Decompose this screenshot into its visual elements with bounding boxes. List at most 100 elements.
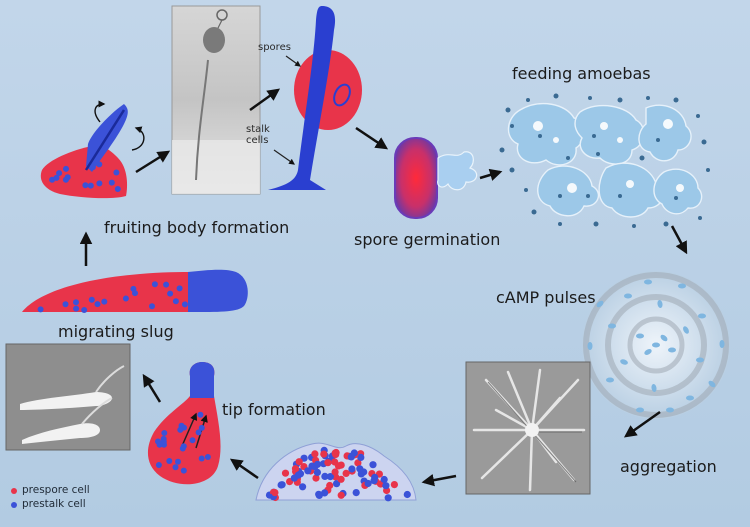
tip-prestalk-dot (179, 445, 186, 452)
culminant-structure (40, 100, 145, 199)
mound-cell-dot (364, 479, 372, 488)
arrow-culminant-to-photo (135, 150, 171, 174)
slug-prestalk-dot (176, 285, 183, 292)
label-tip-formation: tip formation (222, 400, 326, 419)
slug-prestalk-dot (81, 307, 88, 313)
mound-cell-dot (337, 475, 345, 483)
annotation-pointers (273, 55, 301, 165)
mound-cell-dot (321, 472, 329, 480)
mound-cell-dot (296, 470, 305, 478)
culminant-prestalk-dot (87, 182, 94, 189)
tip-prestalk-dot (155, 462, 162, 468)
tip-prestalk-dot (180, 467, 187, 474)
arrow-spore-to-amoebas (479, 168, 503, 181)
mound-cell-dot (281, 469, 290, 477)
mound-cell-dot (271, 489, 279, 497)
label-stalk-line1: stalk (246, 124, 270, 135)
mound-cell-dot (304, 467, 312, 475)
tip-prestalk-dot (161, 430, 168, 436)
slug-prestalk-dot (73, 299, 79, 306)
mound-cell-dot (403, 490, 411, 499)
legend-prestalk-swatch (11, 502, 17, 508)
mound-cell-dot (382, 482, 390, 490)
culminant-prestalk-dot (56, 170, 63, 177)
mound-cell-dot (380, 475, 388, 484)
culminant-prestalk-dot (89, 164, 96, 171)
mound-cell-dot (290, 474, 298, 482)
tip-prestalk-dot (156, 441, 163, 448)
cell-dots-layer (37, 161, 411, 502)
mound-cell-dot (299, 483, 307, 491)
arrow-amoebas-to-camp (670, 225, 688, 255)
mound-cell-dot (356, 465, 364, 473)
cycle-arrows (79, 88, 688, 487)
mound-cell-dot (291, 465, 300, 473)
mound-cell-dot (332, 450, 340, 459)
mound-cell-dot (384, 494, 392, 502)
culminant-prestalk-dot (64, 174, 71, 181)
tip-prestalk-dot (177, 426, 184, 433)
slug-prestalk-dot (122, 295, 129, 302)
mound-cell-dot (342, 469, 350, 477)
slug-prestalk-dot (172, 298, 179, 305)
legend-prespore-swatch (11, 488, 17, 494)
tip-prestalk-dot (189, 437, 196, 444)
tip-prestalk-dot (175, 458, 181, 465)
label-stalk-line2: cells (246, 135, 269, 146)
aggregation-photo (465, 361, 591, 495)
culminant-prestalk-dot (113, 169, 120, 176)
mound-cell-dot (333, 480, 341, 488)
fruiting-body-schematic (268, 6, 362, 190)
mound-cell-dot (334, 462, 343, 470)
mound-cell-dot (390, 481, 398, 489)
slug-prestalk-dot (181, 301, 188, 308)
label-aggregation: aggregation (620, 457, 717, 476)
slug-prestalk-dot (88, 296, 95, 303)
mound-cell-dot (295, 458, 303, 466)
mound-cell-dot (315, 490, 323, 498)
culminant-prestalk-dot (49, 176, 56, 183)
culminant-prestalk-dot (108, 179, 115, 186)
label-fruiting-body-formation: fruiting body formation (104, 218, 290, 237)
arrow-aggregation-to-mound (421, 474, 457, 487)
mound-cell-dot (326, 473, 334, 481)
label-stalk-cells: stalk cells (246, 124, 270, 146)
culminant-prestalk-dot (96, 180, 103, 187)
mound-cell-dot (348, 465, 356, 473)
tip-prestalk-dot (204, 454, 211, 460)
mound-cell-dot (313, 468, 321, 476)
mound-cell-dot (371, 473, 379, 481)
mound-cell-dot (347, 453, 355, 461)
label-migrating-slug: migrating slug (58, 322, 174, 341)
mound-cell-dot (278, 481, 286, 489)
culminant-prestalk-dot (96, 161, 103, 168)
feeding-amoebas-cluster (499, 93, 710, 228)
culminant-prestalk-dot (82, 182, 89, 189)
fruiting-body-photo (171, 5, 261, 195)
slug-prestalk-dot (149, 303, 155, 310)
mound-cell-dot (311, 450, 319, 458)
slug-prestalk-dot (94, 301, 101, 308)
tip-prestalk-dot (198, 455, 205, 462)
mound-cell-dot (331, 468, 339, 476)
tip-prestalk-dot (160, 438, 167, 445)
label-spore-germination: spore germination (354, 230, 501, 249)
migrating-slug-photo (5, 343, 131, 451)
tip-formation-structure (147, 362, 221, 485)
camp-pulse-rings (582, 271, 730, 419)
slug-prestalk-dot (62, 301, 69, 308)
slug-prestalk-dot (37, 306, 44, 313)
germinating-spore (394, 137, 478, 219)
slug-prestalk-dot (151, 281, 158, 288)
arrow-camp-to-aggregation (623, 410, 661, 438)
tip-prestalk-dot (166, 458, 173, 464)
tip-prestalk-dot (172, 464, 179, 471)
culminant-prestalk-dot (114, 186, 121, 192)
arrow-photo-to-fruiting-body (249, 88, 281, 112)
mound-cell-dot (324, 459, 332, 467)
arrow-fruiting-to-spore (355, 126, 389, 150)
legend-prespore-label: prespore cell (22, 484, 90, 496)
label-spores: spores (258, 42, 291, 53)
